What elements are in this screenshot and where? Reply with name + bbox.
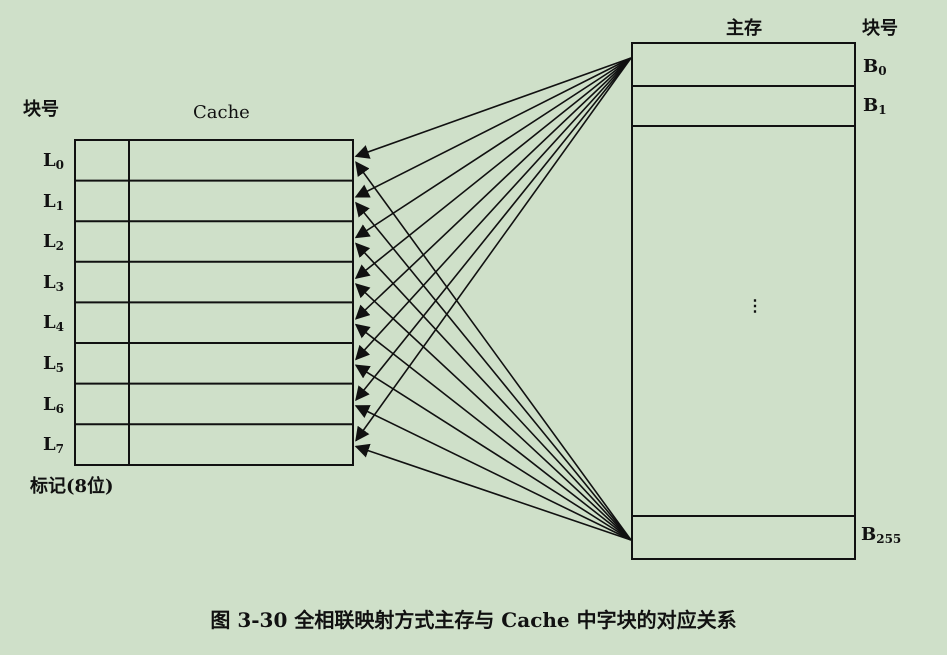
cache-line-label-5: L5 (43, 353, 65, 375)
memory-block-number-header: 块号 (862, 18, 898, 39)
mapping-arrow (354, 57, 632, 239)
tag-bits-label: 标记(8位) (30, 476, 114, 497)
cache-line-label-6: L6 (43, 393, 65, 416)
mapping-arrow (355, 161, 632, 541)
cache-line-label-1: L1 (43, 190, 65, 213)
cache-line-label-2: L2 (43, 231, 65, 254)
mapping-arrow (354, 283, 632, 541)
mapping-arrow (354, 323, 632, 541)
mapping-arrow (354, 405, 632, 541)
memory-table-border (631, 42, 856, 560)
main-memory-title: 主存 (726, 18, 762, 39)
figure-caption: 图 3-30 全相联映射方式主存与 Cache 中字块的对应关系 (210, 608, 737, 632)
memory-table (631, 42, 856, 560)
cache-block-number-header: 块号 (23, 99, 59, 120)
memory-block-label-b0: B0 (863, 56, 887, 78)
memory-block-label-b255: B255 (861, 524, 902, 546)
mapping-arrow (355, 57, 632, 361)
cache-title: Cache (193, 102, 250, 123)
cache-line-label-3: L3 (43, 271, 65, 294)
mapping-arrows (354, 57, 632, 541)
memory-ellipsis: ⋮ (747, 296, 763, 315)
cache-line-label-0: L0 (43, 150, 65, 172)
mapping-arrow (354, 57, 632, 159)
mapping-arrow (354, 57, 632, 198)
mapping-arrow (355, 57, 632, 442)
mapping-arrow (354, 57, 632, 320)
cache-line-label-4: L4 (43, 312, 65, 335)
mapping-arrow (355, 201, 632, 541)
mapping-arrow (355, 242, 632, 541)
mapping-arrow (354, 443, 632, 541)
mapping-arrow (354, 364, 632, 541)
memory-block-label-b1: B1 (863, 95, 887, 117)
cache-table (74, 139, 354, 466)
cache-line-label-7: L7 (43, 434, 65, 457)
mapping-arrow (354, 57, 632, 279)
mapping-arrow (355, 57, 632, 402)
